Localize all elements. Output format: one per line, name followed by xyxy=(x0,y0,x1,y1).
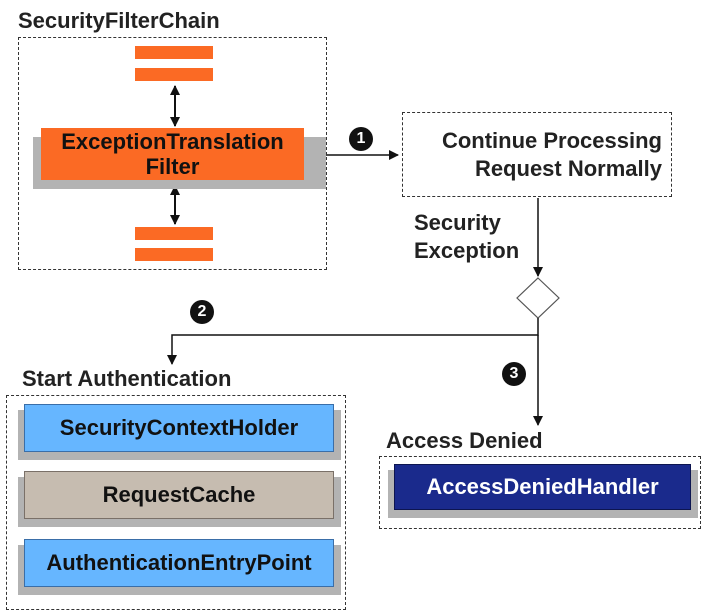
access-denied-handler: AccessDeniedHandler xyxy=(394,464,691,510)
filter-bar-top-2 xyxy=(135,68,213,81)
authentication-entry-point: AuthenticationEntryPoint xyxy=(24,539,334,587)
step-3-badge: 3 xyxy=(502,362,526,386)
filter-bar-top-1 xyxy=(135,46,213,59)
security-context-holder: SecurityContextHolder xyxy=(24,404,334,452)
start-authentication-title: Start Authentication xyxy=(22,366,232,391)
security-exception-line2: Exception xyxy=(414,238,520,263)
access-denied-title: Access Denied xyxy=(386,428,543,453)
step-2-badge: 2 xyxy=(190,300,214,324)
continue-processing-line2: Request Normally xyxy=(474,156,662,181)
security-filter-chain-title: SecurityFilterChain xyxy=(18,8,220,33)
security-filter-chain-box xyxy=(18,37,327,270)
start-authentication-box xyxy=(6,395,346,610)
start-authentication-arrow xyxy=(167,318,539,365)
step-1-badge: 1 xyxy=(349,127,373,151)
continue-processing-line1: Continue Processing xyxy=(441,128,662,153)
exception-translation-filter-line2: Filter xyxy=(145,154,200,179)
filter-bar-bottom-1 xyxy=(135,227,213,240)
decision-diamond xyxy=(516,277,560,319)
security-exception-line1: Security xyxy=(414,210,501,235)
continue-processing-box xyxy=(402,112,672,197)
request-cache: RequestCache xyxy=(24,471,334,519)
exception-translation-filter: ExceptionTranslation Filter xyxy=(41,128,304,180)
filter-bar-bottom-2 xyxy=(135,248,213,261)
exception-translation-filter-line1: ExceptionTranslation xyxy=(61,129,284,154)
access-denied-box xyxy=(379,456,701,529)
